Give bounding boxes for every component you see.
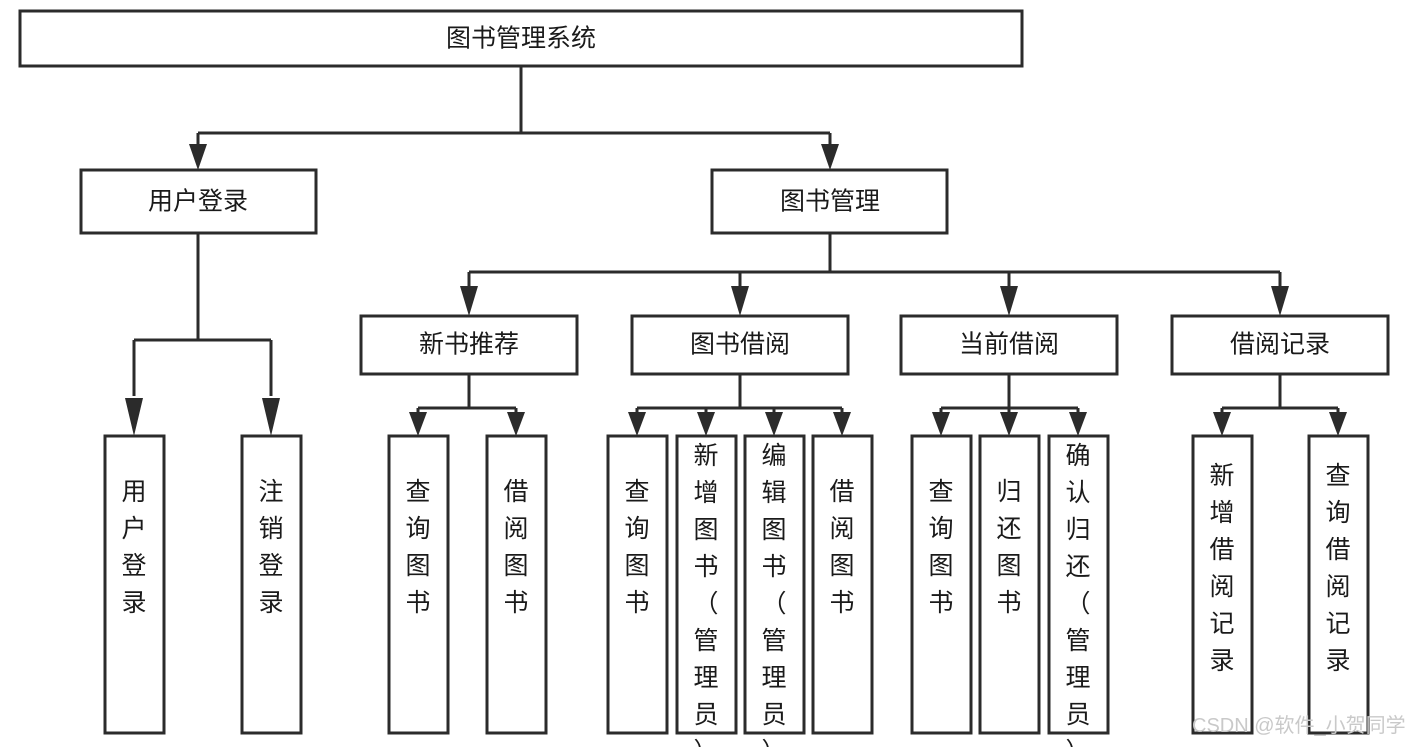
arrowhead-leaf-borrow-book-2 [833, 412, 851, 436]
node-leaf-query-record-label: 查询借阅记录 [1325, 462, 1350, 675]
arrowhead-leaf-query-book-3 [932, 412, 950, 436]
node-leaf-add-book-label: 新增图书（管理员） [693, 442, 718, 747]
node-leaf-add-book[interactable]: 新增图书（管理员） [675, 434, 738, 747]
node-current-borrow[interactable]: 当前借阅 [899, 314, 1119, 376]
arrowhead-leaf-query-book-2 [628, 412, 646, 436]
node-leaf-user-login-box[interactable] [103, 434, 166, 735]
node-leaf-borrow-book-1-label: 借阅图书 [503, 478, 528, 617]
node-leaf-return-book-box[interactable] [978, 434, 1041, 735]
node-leaf-edit-book[interactable]: 编辑图书（管理员） [743, 434, 806, 747]
arrowhead-current-borrow [1000, 286, 1018, 316]
node-leaf-user-login[interactable]: 用户登录 [103, 434, 166, 735]
node-borrow-record-label: 借阅记录 [1230, 331, 1330, 359]
node-leaf-borrow-book-2-label: 借阅图书 [829, 478, 854, 617]
arrowhead-leaf-borrow-book-1 [507, 412, 525, 436]
arrowhead-leaf-query-book-1 [409, 412, 427, 436]
node-user-login-box[interactable] [79, 168, 318, 235]
arrowhead-leaf-confirm-return [1069, 412, 1087, 436]
node-leaf-borrow-book-2[interactable]: 借阅图书 [811, 434, 874, 735]
node-new-book-recommend[interactable]: 新书推荐 [359, 314, 579, 376]
node-leaf-query-book-1-label: 查询图书 [405, 478, 430, 617]
arrowhead-leaf-logout [262, 398, 280, 436]
node-new-book-recommend-label: 新书推荐 [419, 331, 519, 359]
node-root-label: 图书管理系统 [446, 25, 596, 53]
node-leaf-confirm-return-box[interactable] [1047, 434, 1110, 735]
node-leaf-borrow-book-2-box[interactable] [811, 434, 874, 735]
node-leaf-confirm-return[interactable]: 确认归还（管理员） [1047, 434, 1110, 747]
node-current-borrow-box[interactable] [899, 314, 1119, 376]
node-book-borrow-box[interactable] [630, 314, 850, 376]
node-leaf-edit-book-box[interactable] [743, 434, 806, 735]
arrowhead-leaf-add-record [1213, 412, 1231, 436]
node-leaf-query-book-1-box[interactable] [387, 434, 450, 735]
node-user-login-label: 用户登录 [148, 188, 248, 216]
arrowhead-book-management [821, 144, 839, 170]
node-leaf-add-book-box[interactable] [675, 434, 738, 735]
node-book-management-label: 图书管理 [780, 188, 880, 216]
node-root-box[interactable] [18, 9, 1024, 68]
node-leaf-borrow-book-1-box[interactable] [485, 434, 548, 735]
arrowhead-leaf-user-login [125, 398, 143, 436]
node-leaf-logout[interactable]: 注销登录 [240, 434, 303, 735]
node-leaf-confirm-return-label: 确认归还（管理员） [1065, 442, 1090, 747]
node-leaf-query-book-3-box[interactable] [910, 434, 973, 735]
node-current-borrow-label: 当前借阅 [959, 331, 1059, 359]
node-book-management[interactable]: 图书管理 [710, 168, 949, 235]
node-leaf-query-book-1[interactable]: 查询图书 [387, 434, 450, 735]
node-book-management-box[interactable] [710, 168, 949, 235]
node-leaf-logout-box[interactable] [240, 434, 303, 735]
node-leaf-edit-book-label: 编辑图书（管理员） [761, 442, 786, 747]
node-leaf-query-record[interactable]: 查询借阅记录 [1307, 434, 1370, 735]
node-leaf-query-book-2-box[interactable] [606, 434, 669, 735]
node-leaf-return-book-label: 归还图书 [996, 478, 1021, 617]
node-user-login[interactable]: 用户登录 [79, 168, 318, 235]
node-leaf-query-record-box[interactable] [1307, 434, 1370, 735]
node-leaf-add-record-box[interactable] [1191, 434, 1254, 735]
arrowhead-leaf-query-record [1329, 412, 1347, 436]
node-leaf-add-record[interactable]: 新增借阅记录 [1191, 434, 1254, 735]
node-borrow-record-box[interactable] [1170, 314, 1390, 376]
node-leaf-add-record-label: 新增借阅记录 [1209, 462, 1234, 675]
node-leaf-borrow-book-1[interactable]: 借阅图书 [485, 434, 548, 735]
arrowhead-user-login [189, 144, 207, 170]
node-borrow-record[interactable]: 借阅记录 [1170, 314, 1390, 376]
node-leaf-query-book-2[interactable]: 查询图书 [606, 434, 669, 735]
node-leaf-return-book[interactable]: 归还图书 [978, 434, 1041, 735]
node-book-borrow[interactable]: 图书借阅 [630, 314, 850, 376]
arrowhead-leaf-return-book [1000, 412, 1018, 436]
node-leaf-query-book-3[interactable]: 查询图书 [910, 434, 973, 735]
arrowhead-borrow-record [1271, 286, 1289, 316]
csdn-watermark: CSDN @软件_小贺同学 [1192, 714, 1405, 737]
node-leaf-user-login-label: 用户登录 [121, 478, 146, 617]
node-leaf-logout-label: 注销登录 [258, 478, 283, 617]
node-new-book-recommend-box[interactable] [359, 314, 579, 376]
node-leaf-query-book-2-label: 查询图书 [624, 478, 649, 617]
arrowhead-new-book-recommend [460, 286, 478, 316]
node-leaf-query-book-3-label: 查询图书 [928, 478, 953, 617]
arrowhead-book-borrow [731, 286, 749, 316]
node-root[interactable]: 图书管理系统 [18, 9, 1024, 68]
arrowhead-leaf-edit-book [765, 412, 783, 436]
connector-layer [125, 66, 1347, 436]
arrowhead-leaf-add-book [697, 412, 715, 436]
node-book-borrow-label: 图书借阅 [690, 331, 790, 359]
